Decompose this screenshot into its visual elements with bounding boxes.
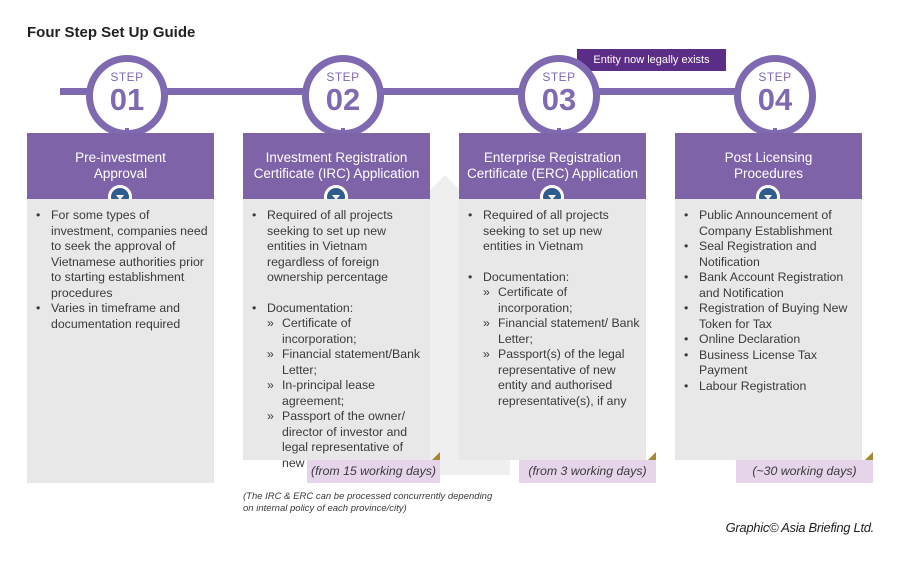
step-number: 02 (325, 82, 361, 117)
list-item-label: Documentation: (267, 300, 354, 315)
step-circle: STEP 01 (86, 55, 168, 137)
list-item: Labour Registration (682, 379, 856, 395)
duration-label: (from 3 working days) (519, 460, 656, 483)
sub-list-item: Passport of the owner/ director of inves… (267, 409, 424, 471)
legal-existence-badge: Entity now legally exists (577, 49, 726, 79)
list-item: Required of all projects seeking to set … (466, 208, 640, 255)
list-item: Bank Account Registration and Notificati… (682, 270, 856, 301)
list-item: Public Announcement of Company Establish… (682, 208, 856, 239)
step-header: Investment Registration Certificate (IRC… (243, 133, 430, 199)
step-header-text: Pre-investment Approval (75, 150, 166, 181)
list-item: Business License Tax Payment (682, 348, 856, 379)
step-header-text: Post Licensing Procedures (724, 150, 813, 181)
step-body: For some types of investment, companies … (27, 199, 214, 483)
list-item: For some types of investment, companies … (34, 208, 208, 301)
corner-fold (432, 452, 440, 460)
step-body: Public Announcement of Company Establish… (675, 199, 862, 460)
sub-list-item: In-principal lease agreement; (267, 378, 424, 409)
list-item: Documentation: Certificate of incorporat… (466, 270, 640, 410)
step-label: STEP (542, 70, 576, 84)
corner-fold (648, 452, 656, 460)
list-item: Varies in timeframe and documentation re… (34, 301, 208, 332)
duration-label: (from 15 working days) (307, 460, 440, 483)
sub-list-item: Financial statement/ Bank Letter; (483, 316, 640, 347)
step-label: STEP (110, 70, 144, 84)
list-item-label: Documentation: (483, 269, 570, 284)
step-label: STEP (758, 70, 792, 84)
step-header-text: Investment Registration Certificate (IRC… (253, 150, 420, 181)
sub-list-item: Financial statement/Bank Letter; (267, 347, 424, 378)
diagram-title: Four Step Set Up Guide (27, 24, 196, 41)
list-item: Registration of Buying New Token for Tax (682, 301, 856, 332)
step-body: Required of all projects seeking to set … (459, 199, 646, 460)
list-item: Seal Registration and Notification (682, 239, 856, 270)
step-label: STEP (326, 70, 360, 84)
timeline-bar (60, 88, 780, 95)
credit-text: Graphic© Asia Briefing Ltd. (725, 520, 875, 535)
step-number: 01 (109, 82, 145, 117)
footnote: (The IRC & ERC can be processed concurre… (243, 491, 493, 514)
sub-list-item: Passport(s) of the legal representative … (483, 347, 640, 409)
step-number: 04 (757, 82, 793, 117)
sub-list-item: Certificate of incorporation; (483, 285, 640, 316)
corner-fold (865, 452, 873, 460)
duration-label: (~30 working days) (736, 460, 873, 483)
list-item: Required of all projects seeking to set … (250, 208, 424, 286)
step-header-text: Enterprise Registration Certificate (ERC… (466, 150, 639, 181)
sub-list-item: Certificate of incorporation; (267, 316, 424, 347)
list-item: Online Declaration (682, 332, 856, 348)
step-circle: STEP 04 (734, 55, 816, 137)
step-circle: STEP 03 (518, 55, 600, 137)
step-number: 03 (541, 82, 577, 117)
list-item: Documentation: Certificate of incorporat… (250, 301, 424, 472)
step-body: Required of all projects seeking to set … (243, 199, 430, 470)
step-circle: STEP 02 (302, 55, 384, 137)
